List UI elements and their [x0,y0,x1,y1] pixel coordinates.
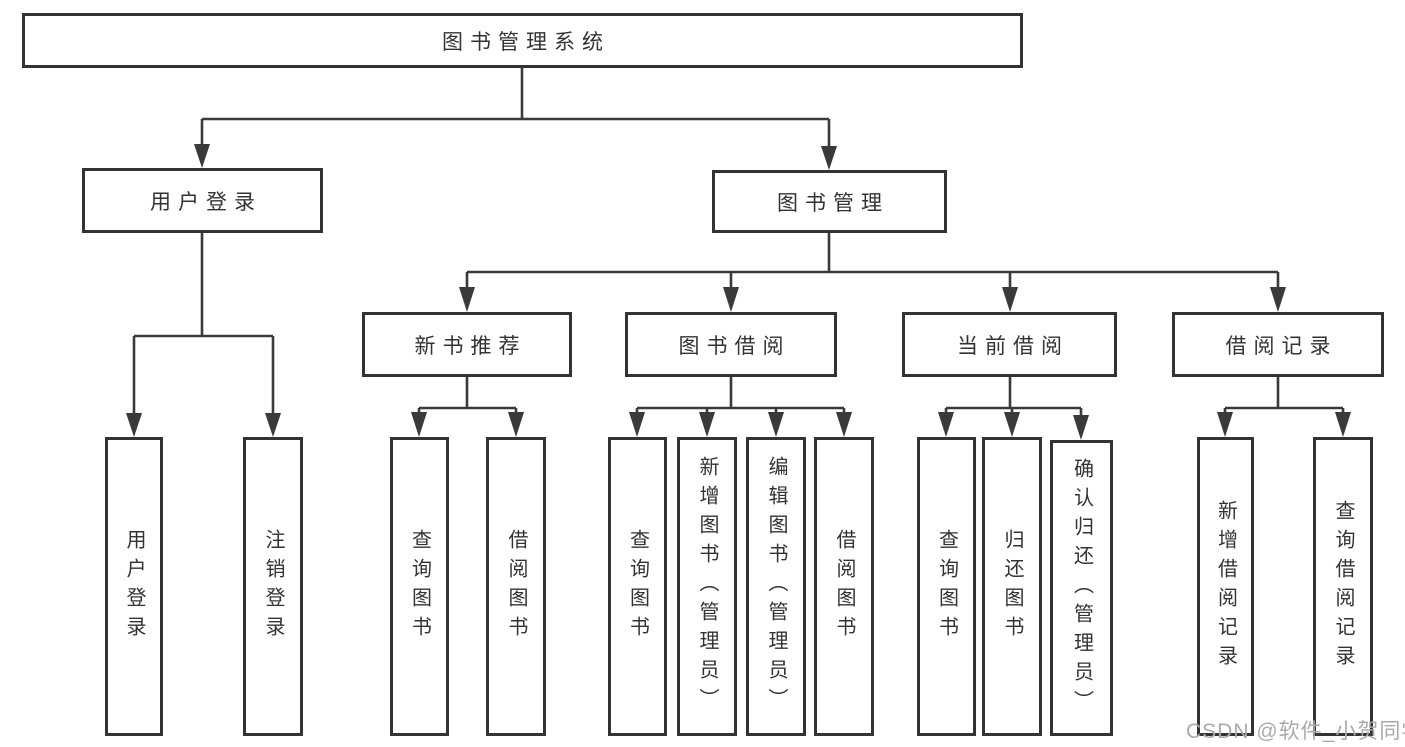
node-new-book-rec: 新书推荐 [362,312,572,377]
leaf-user-login: 用户登录 [105,437,163,736]
leaf-borrow-edit-books-admin: 编辑图书（管理员） [746,437,806,736]
node-user-login: 用户登录 [82,168,323,233]
leaf-records-add-record: 新增借阅记录 [1197,437,1254,736]
leaf-current-confirm-return-admin: 确认归还（管理员） [1050,440,1113,736]
connector-borrow-children [629,377,852,437]
connector-current-children [938,377,1089,440]
leaf-borrow-borrow-books: 借阅图书 [814,437,874,736]
connector-root-to-level2 [194,68,837,170]
csdn-watermark: CSDN @软件_小贺同学 [1186,720,1405,743]
node-current-borrow: 当前借阅 [902,312,1117,377]
leaf-newbook-borrow-books: 借阅图书 [486,437,546,736]
node-borrow-records: 借阅记录 [1172,312,1384,377]
node-book-borrow: 图书借阅 [625,312,837,377]
connector-book-mgmt-children [459,233,1286,312]
leaf-current-return-books: 归还图书 [982,437,1042,736]
leaf-borrow-query-books: 查询图书 [608,437,667,736]
connector-user-login-children [126,233,281,437]
leaf-records-query-record: 查询借阅记录 [1313,437,1373,736]
connector-records-children [1217,377,1351,437]
connector-new-book-children [411,377,524,437]
leaf-borrow-add-books-admin: 新增图书（管理员） [677,437,737,736]
leaf-newbook-query-books: 查询图书 [390,437,449,736]
node-root-library-system: 图书管理系统 [22,13,1023,68]
leaf-current-query-books: 查询图书 [917,437,976,736]
leaf-logout-login: 注销登录 [243,437,303,736]
node-book-mgmt: 图书管理 [712,170,947,233]
